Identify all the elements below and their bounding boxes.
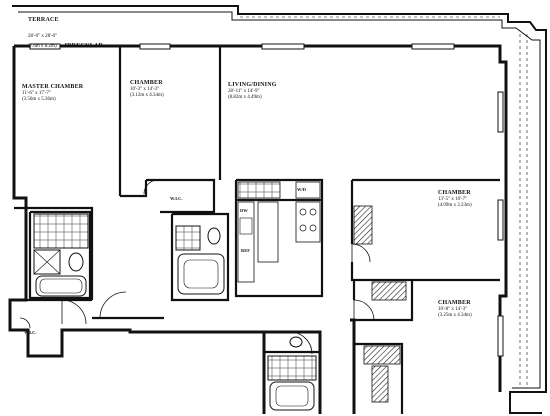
room-name: CHAMBER [130,80,163,86]
room-dim-metric: (3.25m x 4.34m) [438,312,472,318]
room-living-dining: LIVING/DINING 28'-11" x 14'-9" (8.82m x … [228,82,277,100]
room-dim-imperial: 28'-11" x 14'-9" [228,88,260,94]
terrace-label: TERRACE 28'-0" x 28'-0" [28,17,59,42]
windows [29,43,504,357]
room-name: CHAMBER [438,190,471,196]
room-dim-imperial: 10'-3" x 14'-3" [130,86,160,92]
chamber1-bath [175,225,225,295]
room-name: CHAMBER [438,300,471,306]
wic-label-master: W.I.C. [24,330,37,335]
room-name: MASTER CHAMBER [22,84,84,90]
exterior-walls [8,44,508,414]
wic-label-chamber: W.I.C. [170,196,183,201]
terrace-name: TERRACE [28,17,59,23]
terrace-dim-metric: (7.6m x 8.2m) [28,44,57,49]
room-dim-imperial: 10'-8" x 14'-3" [438,306,468,312]
room-dim-metric: (8.82m x 4.49m) [228,94,262,100]
room-chamber-2: CHAMBER 13'-5" x 10'-7" (4.09m x 3.23m) [438,190,472,208]
terrace-dims: 28'-0" x 28'-0" [28,34,57,39]
master-bath [33,213,89,297]
room-dim-metric: (4.09m x 3.23m) [438,202,472,208]
room-dim-imperial: 13'-5" x 10'-7" [438,196,468,202]
terrace-dim-imperial: 28'-0" x 28'-0" [28,33,58,39]
room-chamber-1: CHAMBER 10'-3" x 14'-3" (3.12m x 4.34m) [130,80,164,98]
room-dim-metric: (3.12m x 4.34m) [130,92,164,98]
closets [353,205,407,403]
room-dim-metric: (3.56m x 5.36m) [22,96,56,102]
dishwasher-label: DW [240,208,248,213]
terrace-note: IRREGULAR [64,43,104,49]
room-chamber-3: CHAMBER 10'-8" x 14'-3" (3.25m x 4.34m) [438,300,472,318]
terrace-note-group: (7.6m x 8.2m) IRREGULAR [28,34,103,52]
room-dim-imperial: 11'-6" x 17'-7" [22,90,52,96]
refrigerator-label: REF [241,248,250,253]
room-master-chamber: MASTER CHAMBER 11'-6" x 17'-7" (3.56m x … [22,84,83,102]
hall-bath [267,336,317,411]
washer-dryer-label: W/D [297,187,306,192]
kitchen [237,181,321,283]
terrace-railing [12,5,547,414]
room-name: LIVING/DINING [228,82,277,88]
